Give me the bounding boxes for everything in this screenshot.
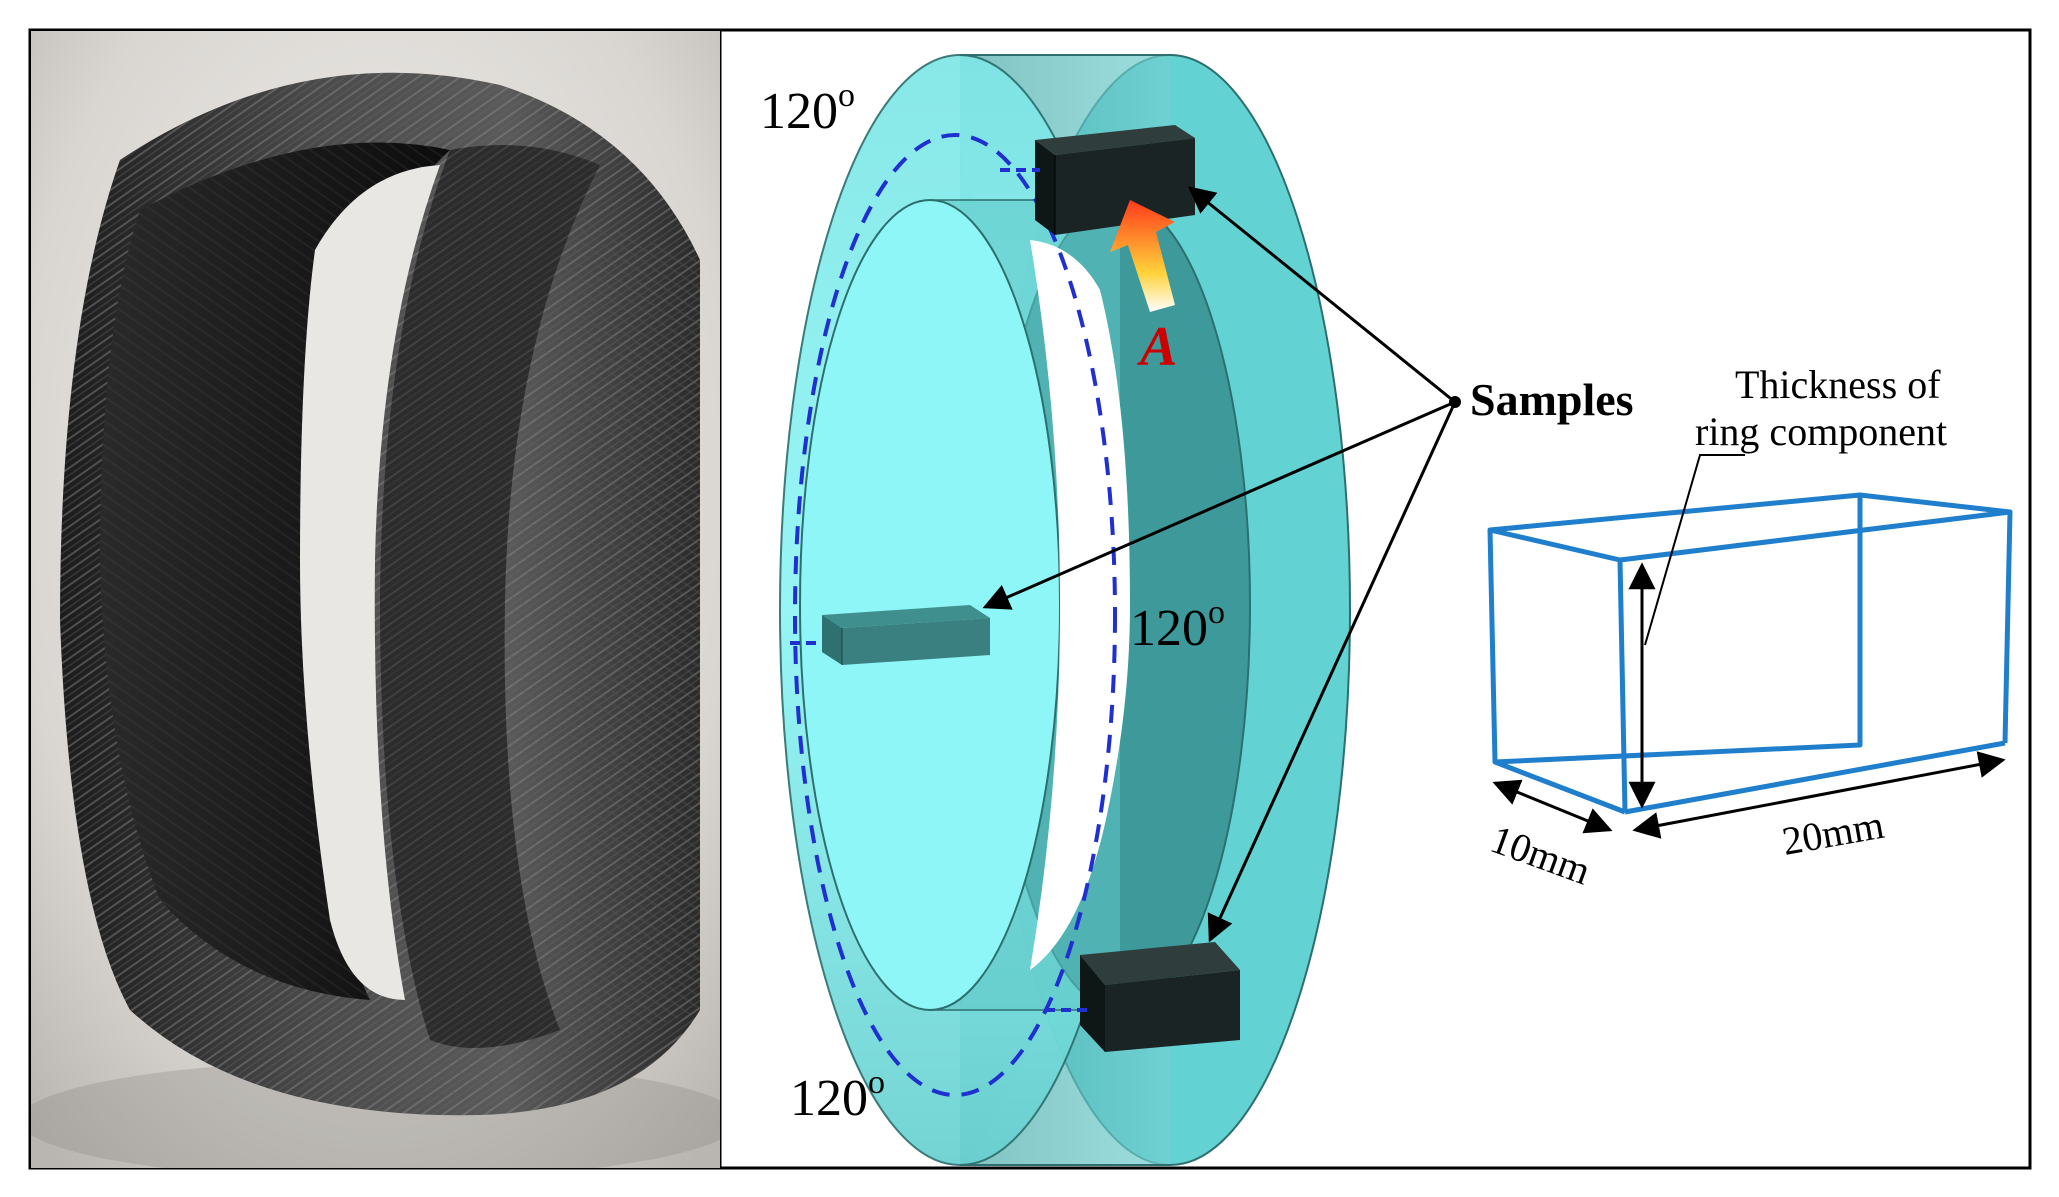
sample-box-top-edge: [1489, 492, 2013, 563]
ring-front-hole: [799, 199, 1061, 1011]
angle-label-bottom: 120o: [790, 1064, 885, 1127]
angle-label-top: 120o: [760, 77, 855, 140]
thickness-label-line2: ring component: [1695, 409, 1947, 454]
arrow-label: A: [1137, 316, 1177, 378]
samples-leader-bottom: [1207, 401, 1457, 943]
width-label: 10mm: [1485, 816, 1596, 893]
samples-leader-top: [1187, 186, 1456, 404]
sample-block-top: [1035, 125, 1195, 235]
thickness-label-line1: Thickness of: [1735, 362, 1941, 407]
samples-leader-middle: [982, 400, 1456, 610]
thickness-leader: [1644, 454, 1745, 646]
width-dimension: [1492, 779, 1613, 834]
sample-block-middle: [822, 605, 990, 665]
length-dimension: [1632, 751, 2006, 839]
direction-arrow: [1110, 200, 1175, 312]
ring-through-view: [1030, 240, 1130, 970]
ring-photo: [31, 31, 720, 1168]
sample-box-front: [1487, 492, 1863, 765]
sample-block-bottom: [1080, 942, 1240, 1052]
length-label: 20mm: [1779, 802, 1887, 864]
angle-label-middle: 120o: [1130, 594, 1225, 657]
sampling-circle: [793, 133, 1117, 1097]
ring-schematic: [779, 54, 1351, 1166]
figure-frame: [28, 28, 2032, 1170]
samples-label: Samples: [1470, 374, 1634, 425]
sample-box-diagram: [1487, 454, 2013, 839]
